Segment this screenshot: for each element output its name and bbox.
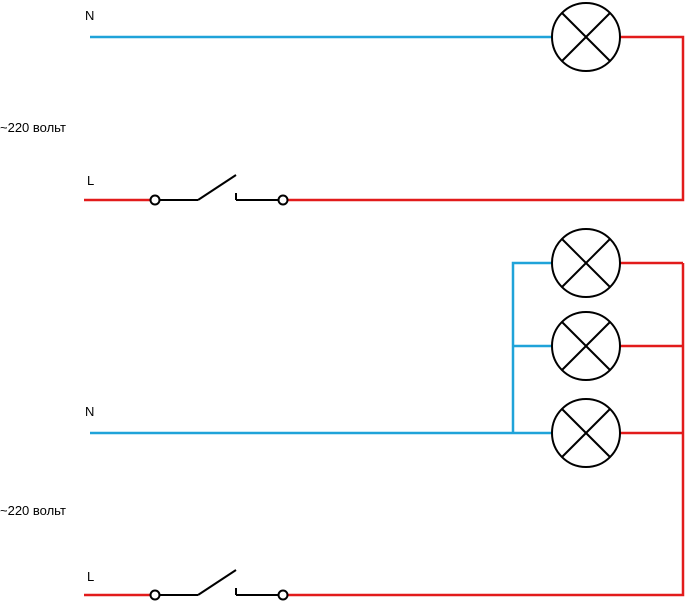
live-label: L xyxy=(87,173,95,188)
neutral-label: N xyxy=(85,404,95,419)
lamp xyxy=(551,228,621,298)
switch xyxy=(149,569,289,601)
lamp xyxy=(551,311,621,381)
switch-terminal xyxy=(277,194,289,206)
voltage-label: ~220 вольт xyxy=(0,503,66,518)
circuit-top xyxy=(84,2,685,206)
lamp xyxy=(551,398,621,468)
circuit-bottom xyxy=(84,228,685,601)
live-return-wire xyxy=(287,35,685,202)
switch-terminal xyxy=(149,194,161,206)
voltage-label: ~220 вольт xyxy=(0,120,66,135)
switch xyxy=(149,174,289,206)
live-label: L xyxy=(87,569,95,584)
lamp xyxy=(551,2,621,72)
neutral-bus xyxy=(511,261,552,433)
neutral-label: N xyxy=(85,8,95,23)
switch-terminal xyxy=(277,589,289,601)
live-return-wire xyxy=(287,263,685,597)
switch-terminal xyxy=(149,589,161,601)
